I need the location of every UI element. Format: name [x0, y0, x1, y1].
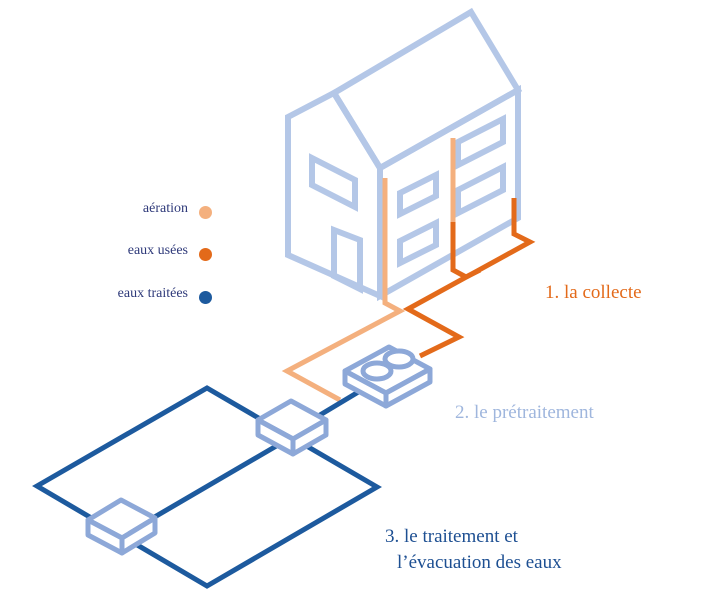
step-collect-label: 1. la collecte — [545, 282, 642, 303]
tank-opening-2 — [382, 348, 416, 370]
house-roof — [329, 7, 523, 173]
step-treatment-label-line2: l’évacuation des eaux — [397, 552, 562, 573]
house — [285, 7, 523, 302]
legend-label-wastewater: eaux usées — [127, 243, 188, 258]
treated-field-outline — [32, 385, 382, 589]
tank-opening-1 — [360, 360, 394, 382]
legend-dot-wastewater — [199, 248, 212, 261]
treated-water-pipe — [32, 382, 382, 589]
house-window-1 — [397, 170, 439, 219]
house-door — [331, 225, 363, 294]
step-pretreatment-label: 2. le prétraitement — [455, 402, 594, 423]
house-window-4 — [455, 162, 506, 218]
distribution-box — [255, 398, 329, 457]
step-treatment-label-line1: 3. le traitement et — [385, 526, 518, 547]
wastewater-pipe — [402, 198, 536, 359]
legend-label-treated: eaux traitées — [117, 286, 188, 301]
house-window-2 — [455, 114, 506, 170]
legend-dot-aeration — [199, 206, 212, 219]
legend-dot-treated — [199, 291, 212, 304]
pretreatment-tank — [342, 344, 433, 409]
house-window-3 — [397, 218, 439, 268]
house-window-left — [309, 153, 358, 212]
distribution-box-lower — [85, 497, 158, 556]
legend-label-aeration: aération — [142, 201, 188, 216]
